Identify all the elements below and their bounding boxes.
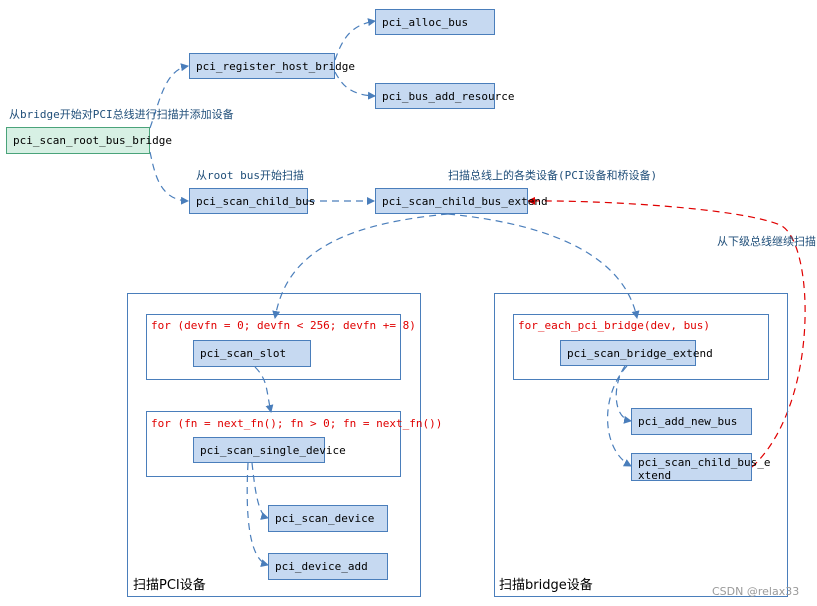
arrow-register-to-resource (334, 71, 376, 100)
arrow-single-to-device (251, 462, 269, 520)
fn-loop (146, 411, 401, 477)
node-scan-slot[interactable]: pci_scan_slot (193, 340, 311, 367)
arrow-slot-to-single (254, 366, 274, 413)
note-child-bus: 从root bus开始扫描 (196, 169, 304, 182)
note-extend: 扫描总线上的各类设备(PCI设备和桥设备) (448, 169, 658, 182)
node-alloc-bus[interactable]: pci_alloc_bus (375, 9, 495, 35)
node-scan-device[interactable]: pci_scan_device (268, 505, 388, 532)
note-recursive: 从下级总线继续扫描 (717, 235, 816, 248)
devfn-loop-label: for (devfn = 0; devfn < 256; devfn += 8) (151, 319, 416, 332)
arrow-root-to-register (149, 63, 189, 129)
each-bridge-loop (513, 314, 769, 380)
pci-device-frame (127, 293, 421, 597)
arrow-bridge-to-childext (607, 365, 632, 467)
each-bridge-loop-label: for_each_pci_bridge(dev, bus) (518, 319, 711, 332)
arrow-root-to-childbus (149, 151, 189, 205)
watermark: CSDN @relax33 (712, 585, 800, 598)
arrow-bridge-to-addnew (615, 365, 632, 424)
node-scan-root-bus-bridge[interactable]: pci_scan_root_bus_bridge (6, 127, 172, 154)
node-scan-child-bus[interactable]: pci_scan_child_bus (189, 188, 315, 214)
node-device-add[interactable]: pci_device_add (268, 553, 388, 580)
arrow-register-to-alloc (334, 18, 376, 61)
pci-frame-title: 扫描PCI设备 (133, 578, 206, 593)
node-bus-add-resource[interactable]: pci_bus_add_resource (375, 83, 514, 109)
devfn-loop (146, 314, 401, 380)
node-register-host-bridge[interactable]: pci_register_host_bridge (189, 53, 355, 79)
arrow-single-to-add (246, 462, 269, 567)
node-scan-single-device[interactable]: pci_scan_single_device (193, 437, 346, 463)
node-scan-child-bus-extend[interactable]: pci_scan_child_bus_extend (375, 188, 548, 214)
bridge-device-frame (494, 293, 788, 597)
bridge-frame-title: 扫描bridge设备 (499, 578, 593, 593)
fn-loop-label: for (fn = next_fn(); fn > 0; fn = next_f… (151, 417, 443, 430)
note-root: 从bridge开始对PCI总线进行扫描并添加设备 (9, 108, 234, 121)
node-scan-bridge-extend[interactable]: pci_scan_bridge_extend (560, 340, 713, 366)
arrow-extend-to-scanslot (272, 213, 449, 319)
node-scan-child-bus-extend-recursive[interactable]: pci_scan_child_bus_e xtend (631, 453, 770, 482)
node-add-new-bus[interactable]: pci_add_new_bus (631, 408, 752, 435)
arrow-extend-to-bridge (447, 213, 640, 319)
arrow-recursive-red (527, 196, 806, 468)
